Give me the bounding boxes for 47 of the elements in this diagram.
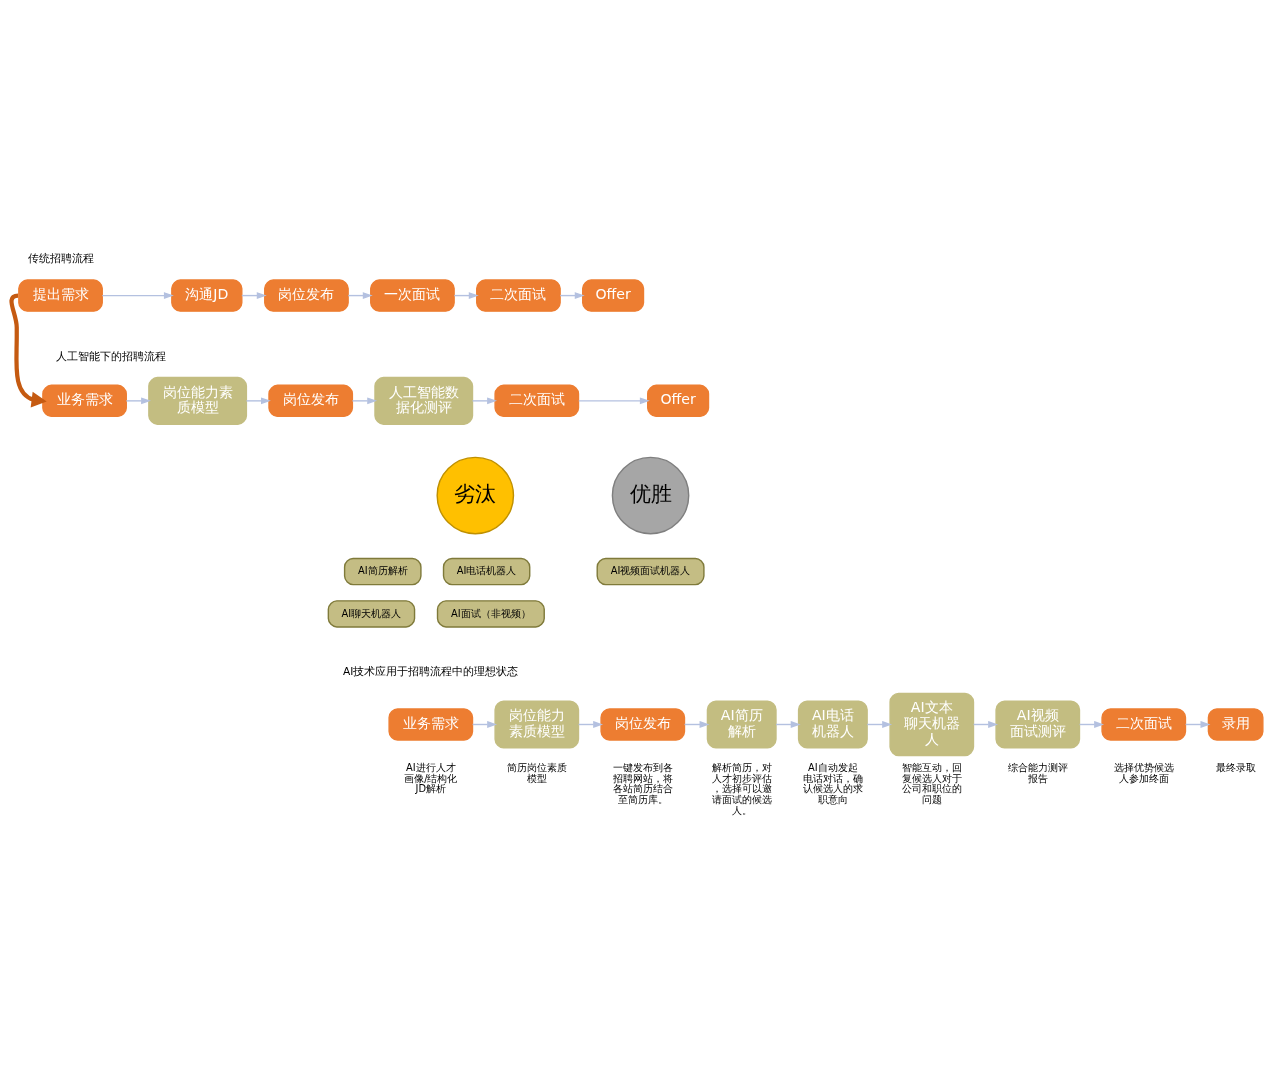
node-label: 智能互动，回复候选人对于公司和职位的问题 — [901, 762, 962, 806]
node-box: AI简历解析 — [343, 557, 422, 586]
node-box: Offer — [582, 279, 645, 312]
label: 人工智能下的招聘流程 — [55, 349, 166, 362]
node-box: 岗位能力素质模型 — [494, 700, 580, 749]
label: 传统招聘流程 — [27, 252, 94, 265]
node-box: 二次面试 — [1101, 708, 1187, 741]
node-box: AI简历解析 — [706, 700, 777, 749]
node-box: 岗位发布 — [264, 279, 349, 312]
node-box: 岗位发布 — [600, 708, 686, 741]
node-label: AI自动发起电话对话，确认候选人的求职意向 — [802, 762, 863, 806]
node-box: 沟通JD — [171, 279, 243, 312]
node-circle: 劣汰 — [436, 456, 515, 535]
arrow — [245, 397, 271, 405]
label: AI技术应用于招聘流程中的理想状态 — [343, 665, 519, 678]
arrow — [9, 293, 47, 408]
node-box: AI视频面试机器人 — [596, 557, 705, 586]
node-box: 二次面试 — [494, 384, 580, 418]
node-box: 业务需求 — [42, 384, 127, 418]
node-box: AI电话机器人 — [442, 557, 531, 586]
node-label: 简历岗位素质模型 — [506, 762, 567, 784]
arrow — [471, 397, 497, 405]
node-label: 选择优势候选人参加终面 — [1113, 762, 1174, 784]
arrow — [125, 397, 151, 405]
node-box: 业务需求 — [388, 708, 474, 741]
node-label: 一键发布到各招聘网站，将各站简历结合至简历库。 — [612, 762, 673, 806]
node-box: AI视频面试测评 — [995, 700, 1081, 749]
arrow — [351, 397, 378, 405]
node-box: 提出需求 — [18, 279, 103, 312]
node-box: AI文本聊天机器人 — [889, 692, 975, 757]
node-box: AI面试（非视频） — [436, 600, 545, 628]
node-label: 最终录取 — [1215, 762, 1256, 774]
node-box: 岗位能力素质模型 — [148, 376, 248, 425]
node-circle: 优胜 — [611, 456, 690, 535]
node-box: AI电话机器人 — [797, 700, 868, 749]
node-box: AI聊天机器人 — [327, 600, 416, 628]
node-box: 二次面试 — [476, 279, 561, 312]
node-box: 人工智能数据化测评 — [374, 376, 474, 425]
node-box: Offer — [647, 384, 710, 418]
node-box: 岗位发布 — [268, 384, 354, 418]
arrow — [578, 397, 650, 405]
node-label: 综合能力测评报告 — [1007, 762, 1068, 784]
node-label: 解析简历，对人才初步评估，选择可以邀请面试的候选人。 — [711, 762, 772, 816]
arrow — [101, 292, 174, 300]
node-box: 录用 — [1207, 708, 1264, 741]
node-box: 一次面试 — [370, 279, 455, 312]
node-label: AI进行人才画像/结构化JD解析 — [404, 762, 458, 795]
